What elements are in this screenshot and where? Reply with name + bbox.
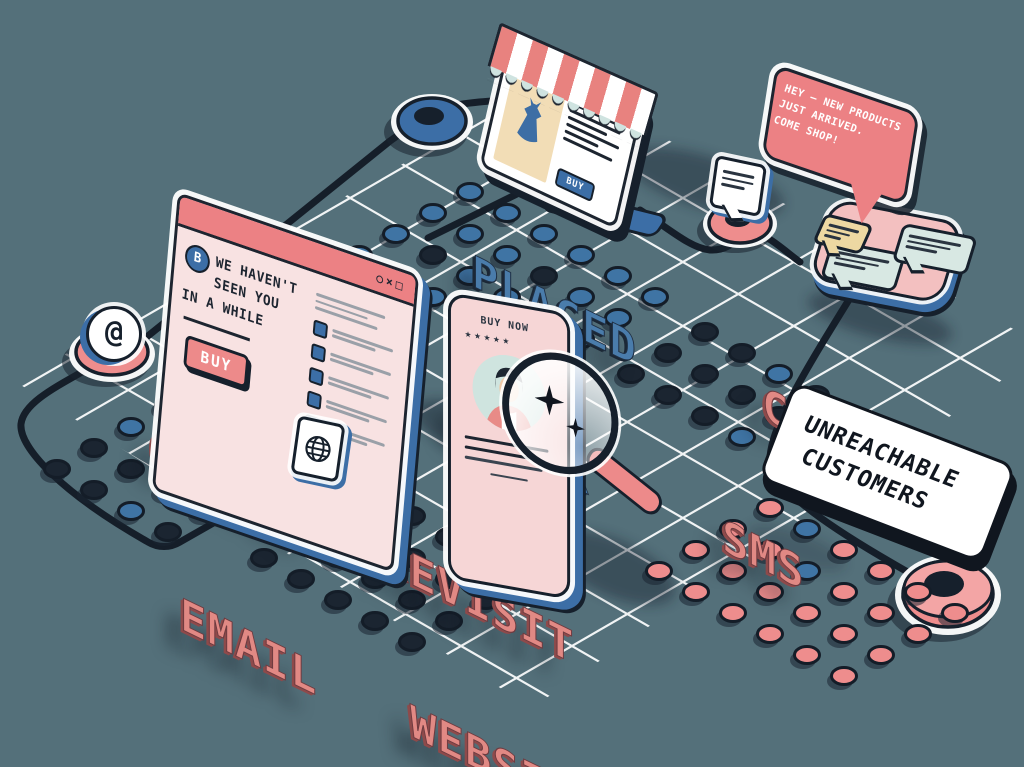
unreachable-customers-dot (793, 645, 821, 665)
revisit-website-customers-dot (324, 590, 352, 610)
revisit-website-customers-dot (398, 506, 426, 526)
placed-order-customers-dot (493, 245, 521, 265)
revisit-website-customers-dot (361, 611, 389, 631)
placed-order-customers-dot (604, 308, 632, 328)
unreachable-customers-dot (904, 624, 932, 644)
revisit-website-customers-dot (398, 632, 426, 652)
placed-order-customers-dot (530, 266, 558, 286)
dress-icon (517, 97, 542, 143)
unreachable-customers-dot (756, 624, 784, 644)
clicked-sms-customers-dot (691, 406, 719, 426)
unreachable-customers-dot (719, 519, 747, 539)
unreachable-customers-dot (793, 603, 821, 623)
list-bullet-icon (306, 389, 323, 410)
unreachable-customers-dot (941, 603, 969, 623)
sms-note-icon (708, 154, 768, 218)
unreachable-customers-dot (867, 561, 895, 581)
placed-order-customers-dot (641, 287, 669, 307)
unreachable-customers-dot (719, 561, 747, 581)
placed-order-customers-dot (456, 224, 484, 244)
unreachable-customers-dot (867, 645, 895, 665)
opened-email-customers-dot (117, 417, 145, 437)
clicked-sms-customers-dot (617, 364, 645, 384)
clicked-sms-customers-dot (728, 385, 756, 405)
clicked-sms-customers-dot (691, 364, 719, 384)
placed-order-customers-dot (419, 203, 447, 223)
unreachable-customers-dot (793, 519, 821, 539)
unreachable-customers-dot (645, 561, 673, 581)
unreachable-customers-dot (830, 582, 858, 602)
placed-order-customers-dot (382, 224, 410, 244)
revisit-website-customers-dot (435, 611, 463, 631)
opened-email-customers-dot (80, 480, 108, 500)
unreachable-customers-dot (830, 666, 858, 686)
clicked-sms-customers-dot (728, 427, 756, 447)
revisit-website-customers-dot (287, 569, 315, 589)
opened-email-customers-dot (117, 459, 145, 479)
placed-order-customers-dot (419, 287, 447, 307)
sparkle-icon (566, 416, 585, 439)
unreachable-customers-dot (756, 582, 784, 602)
placed-order-customers-dot (530, 224, 558, 244)
list-bullet-icon (312, 318, 329, 340)
revisit-website-customers-dot (398, 548, 426, 568)
placed-order-customers-dot (604, 266, 632, 286)
window-controls-icon[interactable]: ○×□ (375, 270, 407, 295)
revisit-website-customers-dot (398, 590, 426, 610)
unreachable-customers-dot (682, 582, 710, 602)
list-bullet-icon (310, 342, 327, 363)
placed-order-customers-dot (456, 182, 484, 202)
opened-email-customers-dot (80, 438, 108, 458)
list-bullet-icon (308, 365, 325, 387)
clicked-sms-customers-dot (654, 385, 682, 405)
opened-email-customers-dot (43, 459, 71, 479)
clicked-sms-customers-dot (728, 343, 756, 363)
opened-email-customers-dot (154, 522, 182, 542)
unreachable-customers-dot (793, 561, 821, 581)
clicked-sms-customers-dot (691, 322, 719, 342)
placed-order-customers-dot (456, 266, 484, 286)
unreachable-customers-dot (904, 582, 932, 602)
unreachable-customers-dot (867, 603, 895, 623)
unreachable-customers-dot (830, 540, 858, 560)
clicked-sms-customers-dot (765, 364, 793, 384)
unreachable-customers-dot (830, 624, 858, 644)
cable-left-loop (17, 348, 314, 550)
at-email-icon: @ (86, 306, 142, 362)
email-buy-button[interactable]: BUY (183, 334, 250, 389)
placed-order-customers-dot (567, 287, 595, 307)
placed-order-customers-dot (567, 245, 595, 265)
shop-monitor: BUY (479, 8, 670, 239)
clicked-sms-customers-dot (654, 343, 682, 363)
product-image-panel (493, 59, 569, 184)
placed-order-customers-dot (419, 245, 447, 265)
sparkle-icon (535, 382, 565, 418)
blue-donut-marker (384, 94, 473, 157)
unreachable-customers-dot (682, 540, 710, 560)
revisit-website-customers-dot (472, 590, 500, 610)
unreachable-customers-dot (719, 603, 747, 623)
unreachable-customers-dot (756, 540, 784, 560)
placed-order-customers-dot (493, 203, 521, 223)
globe-icon (290, 415, 346, 483)
monitor-screen: BUY (479, 42, 644, 229)
revisit-website-customers-dot (361, 569, 389, 589)
revisit-website-customers-dot (250, 548, 278, 568)
monitor-buy-button[interactable]: BUY (554, 167, 596, 203)
opened-email-customers-dot (117, 501, 145, 521)
profile-phone: BUY NOW ★★★★★ (448, 292, 667, 600)
unreachable-customers-dot (756, 498, 784, 518)
